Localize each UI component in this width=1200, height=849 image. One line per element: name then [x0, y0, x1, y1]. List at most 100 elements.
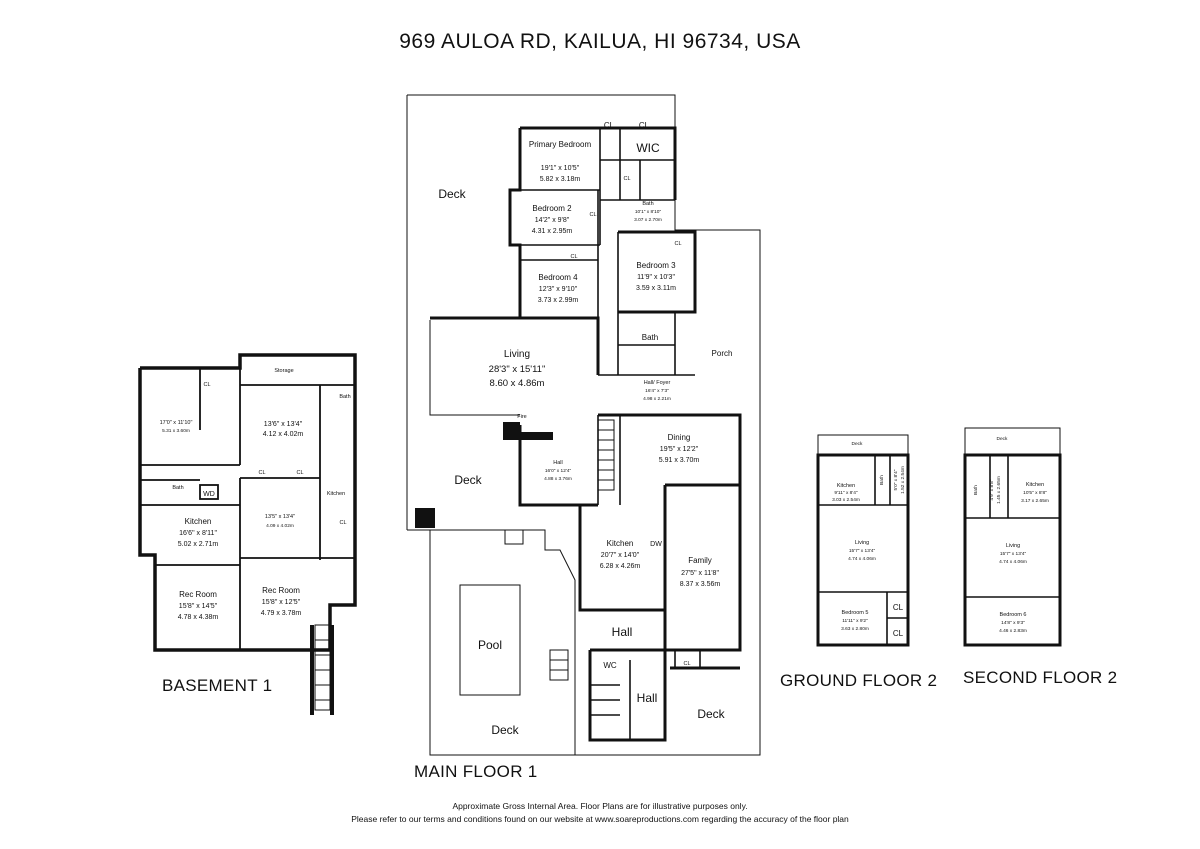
basement-room1-dim2: 5.31 x 3.60m — [162, 428, 190, 434]
foyer-dim2: 4.98 x 2.21m — [643, 396, 671, 402]
primary-bath-name: Bath — [642, 201, 653, 207]
family-dim1: 27'5" x 11'8" — [681, 570, 719, 577]
second-floor-2-plan: Deck Kitchen 10'5" x 8'8" 3.17 x 2.65m B… — [963, 427, 1062, 647]
basement-wd-label: WD — [203, 491, 215, 498]
s2-living-dim1: 15'7" x 13'4" — [1000, 551, 1027, 557]
family-dim2: 8.37 x 3.56m — [680, 581, 721, 588]
g2-bedroom-dim1: 11'11" x 9'2" — [842, 618, 868, 624]
s2-kitchen-dim2: 3.17 x 2.65m — [1021, 498, 1049, 504]
cl1-label: CL — [604, 121, 615, 130]
basement-room3-dim2: 4.09 x 4.02m — [266, 523, 294, 529]
basement-storage-label: Storage — [274, 368, 293, 374]
main-hall-dim1: 16'0" x 12'4" — [545, 468, 572, 474]
basement-bath2-label: Bath — [339, 394, 350, 400]
basement-bath-label: Bath — [172, 485, 183, 491]
living-dim1: 28'3" x 15'11" — [489, 364, 546, 375]
g2-living-name: Living — [855, 540, 869, 546]
g2-cl1: CL — [893, 603, 904, 612]
dining-dim1: 19'5" x 12'2" — [660, 446, 699, 453]
g2-bath-dim2: 1.52 x 2.54m — [900, 466, 906, 494]
bedroom4-dim2: 3.73 x 2.99m — [538, 297, 579, 304]
s2-deck-label: Deck — [997, 436, 1009, 442]
basement-plan: 17'0" x 11'10" 5.31 x 3.60m Storage 13'6… — [138, 353, 357, 715]
disclaimer-line-1: Approximate Gross Internal Area. Floor P… — [452, 801, 748, 811]
s2-bath-dim1: 4'9" x 8'8" — [989, 479, 995, 500]
primary-bedroom-name: Primary Bedroom — [529, 140, 592, 149]
property-address: 969 AULOA RD, KAILUA, HI 96734, USA — [399, 30, 801, 53]
deck-top-label: Deck — [438, 187, 466, 201]
basement-room2-dim2: 4.12 x 4.02m — [263, 431, 304, 438]
basement-cl1: CL — [203, 382, 210, 388]
primary-bedroom-dim1: 19'1" x 10'5" — [541, 165, 580, 172]
basement-kitchen-dim1: 16'6" x 8'11" — [179, 530, 217, 537]
basement-recroom1-dim2: 4.78 x 4.38m — [178, 614, 219, 621]
main-floor-plan: Primary Bedroom 19'1" x 10'5" 5.82 x 3.1… — [406, 94, 761, 756]
g2-bath-name: Bath — [879, 475, 885, 485]
s2-bedroom-dim2: 4.46 x 2.83m — [999, 628, 1027, 634]
wic-label: WIC — [636, 141, 660, 155]
disclaimer: Approximate Gross Internal Area. Floor P… — [0, 800, 1200, 826]
basement-cl3: CL — [296, 470, 303, 476]
foyer-name: Hall/ Foyer — [644, 380, 671, 386]
second-floor-2-label: SECOND FLOOR 2 — [963, 668, 1118, 687]
g2-kitchen-name: Kitchen — [837, 483, 855, 489]
deck-bottom-label: Deck — [491, 723, 519, 737]
s2-bath-dim2: 1.45 x 2.65m — [996, 476, 1002, 504]
s2-bedroom-name: Bedroom 6 — [1000, 612, 1027, 618]
main-hall-dim2: 4.88 x 3.76m — [544, 476, 572, 482]
foyer-dim1: 16'4" x 7'3" — [645, 388, 669, 394]
porch-label: Porch — [712, 349, 733, 358]
basement-room1-dim1: 17'0" x 11'10" — [160, 420, 193, 426]
cl3-label: CL — [623, 176, 630, 182]
basement-room2-dim1: 13'6" x 13'4" — [264, 421, 303, 428]
bedroom2-name: Bedroom 2 — [532, 204, 572, 213]
cl5-label: CL — [674, 241, 681, 247]
hall2-label: Hall — [637, 691, 658, 705]
bedroom3-dim1: 11'9" x 10'3" — [637, 274, 675, 281]
g2-kitchen-dim1: 9'11" x 8'4" — [834, 490, 858, 496]
fireplace-icon — [503, 422, 553, 440]
basement-kitchen-name: Kitchen — [185, 517, 212, 526]
bedroom3-name: Bedroom 3 — [636, 261, 676, 270]
s2-living-dim2: 4.74 x 4.06m — [999, 559, 1027, 565]
living-dim2: 8.60 x 4.86m — [490, 378, 545, 389]
g2-cl2: CL — [893, 629, 904, 638]
fire-label: Fire — [517, 414, 526, 420]
bedroom3-dim2: 3.59 x 3.11m — [636, 285, 676, 292]
basement-recroom1-dim1: 15'8" x 14'5" — [179, 603, 218, 610]
cl7-label: CL — [683, 661, 690, 667]
basement-recroom2-dim1: 15'8" x 12'5" — [262, 599, 301, 606]
cl6-label: CL — [570, 254, 577, 260]
hall1-label: Hall — [612, 625, 633, 639]
dining-name: Dining — [668, 433, 691, 442]
kitchen-dim2: 6.28 x 4.26m — [600, 563, 641, 570]
basement-recroom2-name: Rec Room — [262, 586, 300, 595]
dw-label: DW — [650, 541, 662, 548]
s2-living-name: Living — [1006, 543, 1020, 549]
basement-cl2: CL — [258, 470, 265, 476]
kitchen-name: Kitchen — [607, 539, 634, 548]
basement-label: BASEMENT 1 — [162, 676, 273, 695]
g2-bedroom-name: Bedroom 5 — [842, 610, 869, 616]
primary-bedroom-dim2: 5.82 x 3.18m — [540, 176, 581, 183]
main-floor-label: MAIN FLOOR 1 — [414, 762, 538, 781]
kitchen-dim1: 20'7" x 14'0" — [601, 552, 640, 559]
cl2-label: CL — [639, 121, 650, 130]
deck-mid-label: Deck — [454, 473, 482, 487]
ground-floor-2-label: GROUND FLOOR 2 — [780, 671, 938, 690]
bedroom4-name: Bedroom 4 — [538, 273, 578, 282]
s2-bath-name: Bath — [973, 485, 979, 495]
main-hall-name: Hall — [553, 460, 562, 466]
g2-bath-dim1: 5'0" x 8'4" — [893, 469, 899, 490]
s2-bedroom-dim1: 14'8" x 9'3" — [1001, 620, 1025, 626]
g2-kitchen-dim2: 3.03 x 2.54m — [832, 497, 860, 503]
s2-kitchen-name: Kitchen — [1026, 482, 1044, 488]
bedroom2-dim1: 14'2" x 9'8" — [535, 217, 570, 224]
g2-bedroom-dim2: 3.63 x 2.80m — [841, 626, 869, 632]
basement-cl4: CL — [339, 520, 346, 526]
main-bath-label: Bath — [642, 333, 658, 342]
basement-kitchen2-label: Kitchen — [327, 491, 345, 497]
g2-living-dim1: 15'7" x 13'4" — [849, 548, 876, 554]
basement-room3-dim1: 13'5" x 13'4" — [265, 514, 295, 520]
